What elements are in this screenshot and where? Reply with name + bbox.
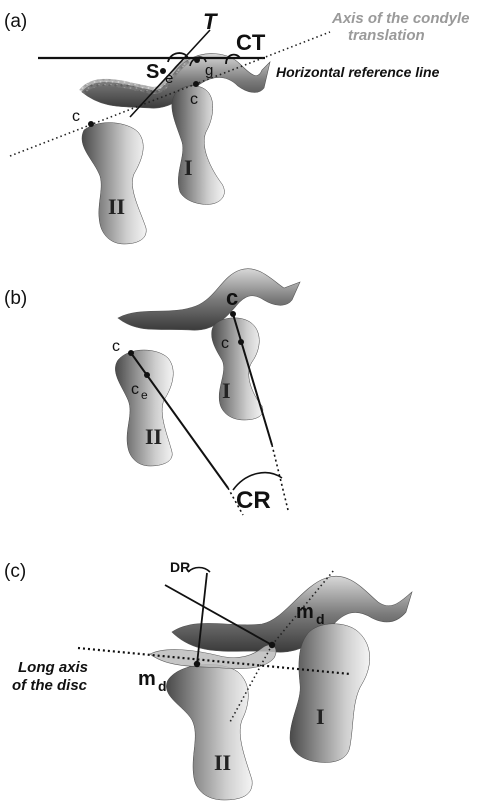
panel-c-md-left-sub-label: d bbox=[158, 678, 167, 694]
panel-b-point-c-left bbox=[128, 350, 134, 356]
panel-c-condyle-I bbox=[290, 624, 370, 763]
panel-b-label: (b) bbox=[4, 288, 27, 309]
panel-a: (a) T CT S e g c c I II Axis of the c bbox=[4, 9, 470, 244]
long-axis-label-line2: of the disc bbox=[12, 677, 88, 694]
panel-a-T-label: T bbox=[203, 9, 218, 34]
panel-a-c-left-label: c bbox=[72, 108, 80, 125]
panel-a-c-tip-label: c bbox=[190, 91, 198, 108]
panel-a-I-label: I bbox=[184, 155, 193, 180]
panel-b-point-ce bbox=[144, 372, 150, 378]
panel-a-condyle-II bbox=[82, 123, 146, 244]
axis-label-line2: translation bbox=[348, 27, 425, 44]
panel-a-e-label: e bbox=[165, 70, 173, 87]
panel-a-point-c-left bbox=[88, 121, 94, 127]
panel-b-ce-c-label: c bbox=[131, 381, 139, 398]
panel-c-II-label: II bbox=[214, 750, 231, 775]
panel-c-DR-arc bbox=[188, 568, 210, 573]
panel-b-c-inner-label: c bbox=[221, 335, 229, 352]
panel-c-I-label: I bbox=[316, 704, 325, 729]
long-axis-label-line1: Long axis bbox=[18, 659, 88, 676]
panel-a-point-g bbox=[194, 57, 200, 63]
panel-c-label: (c) bbox=[4, 561, 26, 582]
panel-b-fossa bbox=[118, 269, 300, 331]
panel-a-II-label: II bbox=[108, 194, 125, 219]
panel-b-point-c-inner bbox=[238, 339, 244, 345]
axis-of-condyle-translation-line bbox=[10, 32, 330, 156]
horizontal-reference-label: Horizontal reference line bbox=[276, 64, 440, 80]
panel-c-DR-label: DR bbox=[170, 559, 190, 575]
panel-a-point-c-tip bbox=[193, 81, 199, 87]
panel-a-g-label: g bbox=[205, 62, 213, 79]
panel-c-md-right-sub-label: d bbox=[316, 611, 325, 627]
panel-b: (b) c c c c e I II CR bbox=[4, 269, 300, 515]
panel-c-md-right-m-label: m bbox=[296, 601, 314, 623]
panel-b-CR-label: CR bbox=[236, 487, 271, 514]
panel-a-label: (a) bbox=[4, 11, 27, 32]
panel-b-I-label: I bbox=[222, 378, 231, 403]
panel-a-CT-label: CT bbox=[236, 30, 266, 55]
panel-c-fossa bbox=[172, 576, 412, 652]
panel-b-point-c-top bbox=[230, 311, 236, 317]
panel-c: (c) DR m d m d Long axis of the disc I I… bbox=[4, 559, 412, 800]
panel-a-S-label: S bbox=[146, 61, 159, 83]
panel-c-DR-line-b bbox=[197, 573, 207, 664]
axis-label-line1: Axis of the condyle bbox=[331, 10, 470, 27]
panel-c-point-md-left bbox=[194, 661, 200, 667]
panel-b-II-label: II bbox=[145, 424, 162, 449]
panel-c-condyle-II bbox=[166, 664, 252, 800]
panel-b-c-top-label: c bbox=[226, 285, 238, 310]
panel-b-condyle-I bbox=[212, 318, 263, 420]
panel-a-condyle-I bbox=[172, 86, 225, 205]
panel-b-c-left-label: c bbox=[112, 338, 120, 355]
panel-b-ce-sub-label: e bbox=[141, 388, 148, 402]
panel-c-point-md-right bbox=[269, 642, 275, 648]
panel-c-md-left-m-label: m bbox=[138, 668, 156, 690]
